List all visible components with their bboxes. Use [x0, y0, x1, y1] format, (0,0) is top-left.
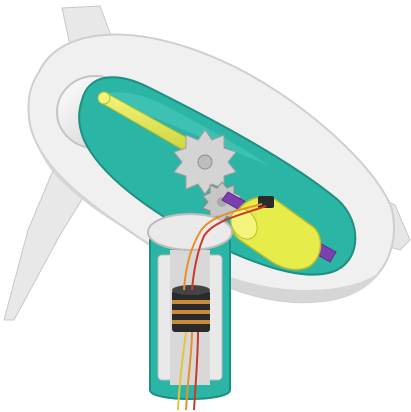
slip-ring-top: [172, 285, 210, 295]
yaw-bearing-top: [148, 214, 232, 250]
main-shaft-end: [98, 92, 110, 104]
gear-large-hub: [198, 155, 212, 169]
slip-ring-band-1: [172, 300, 210, 304]
slip-ring-band-3: [172, 320, 210, 324]
slip-ring-band-2: [172, 310, 210, 314]
slip-ring-group: [172, 285, 210, 332]
